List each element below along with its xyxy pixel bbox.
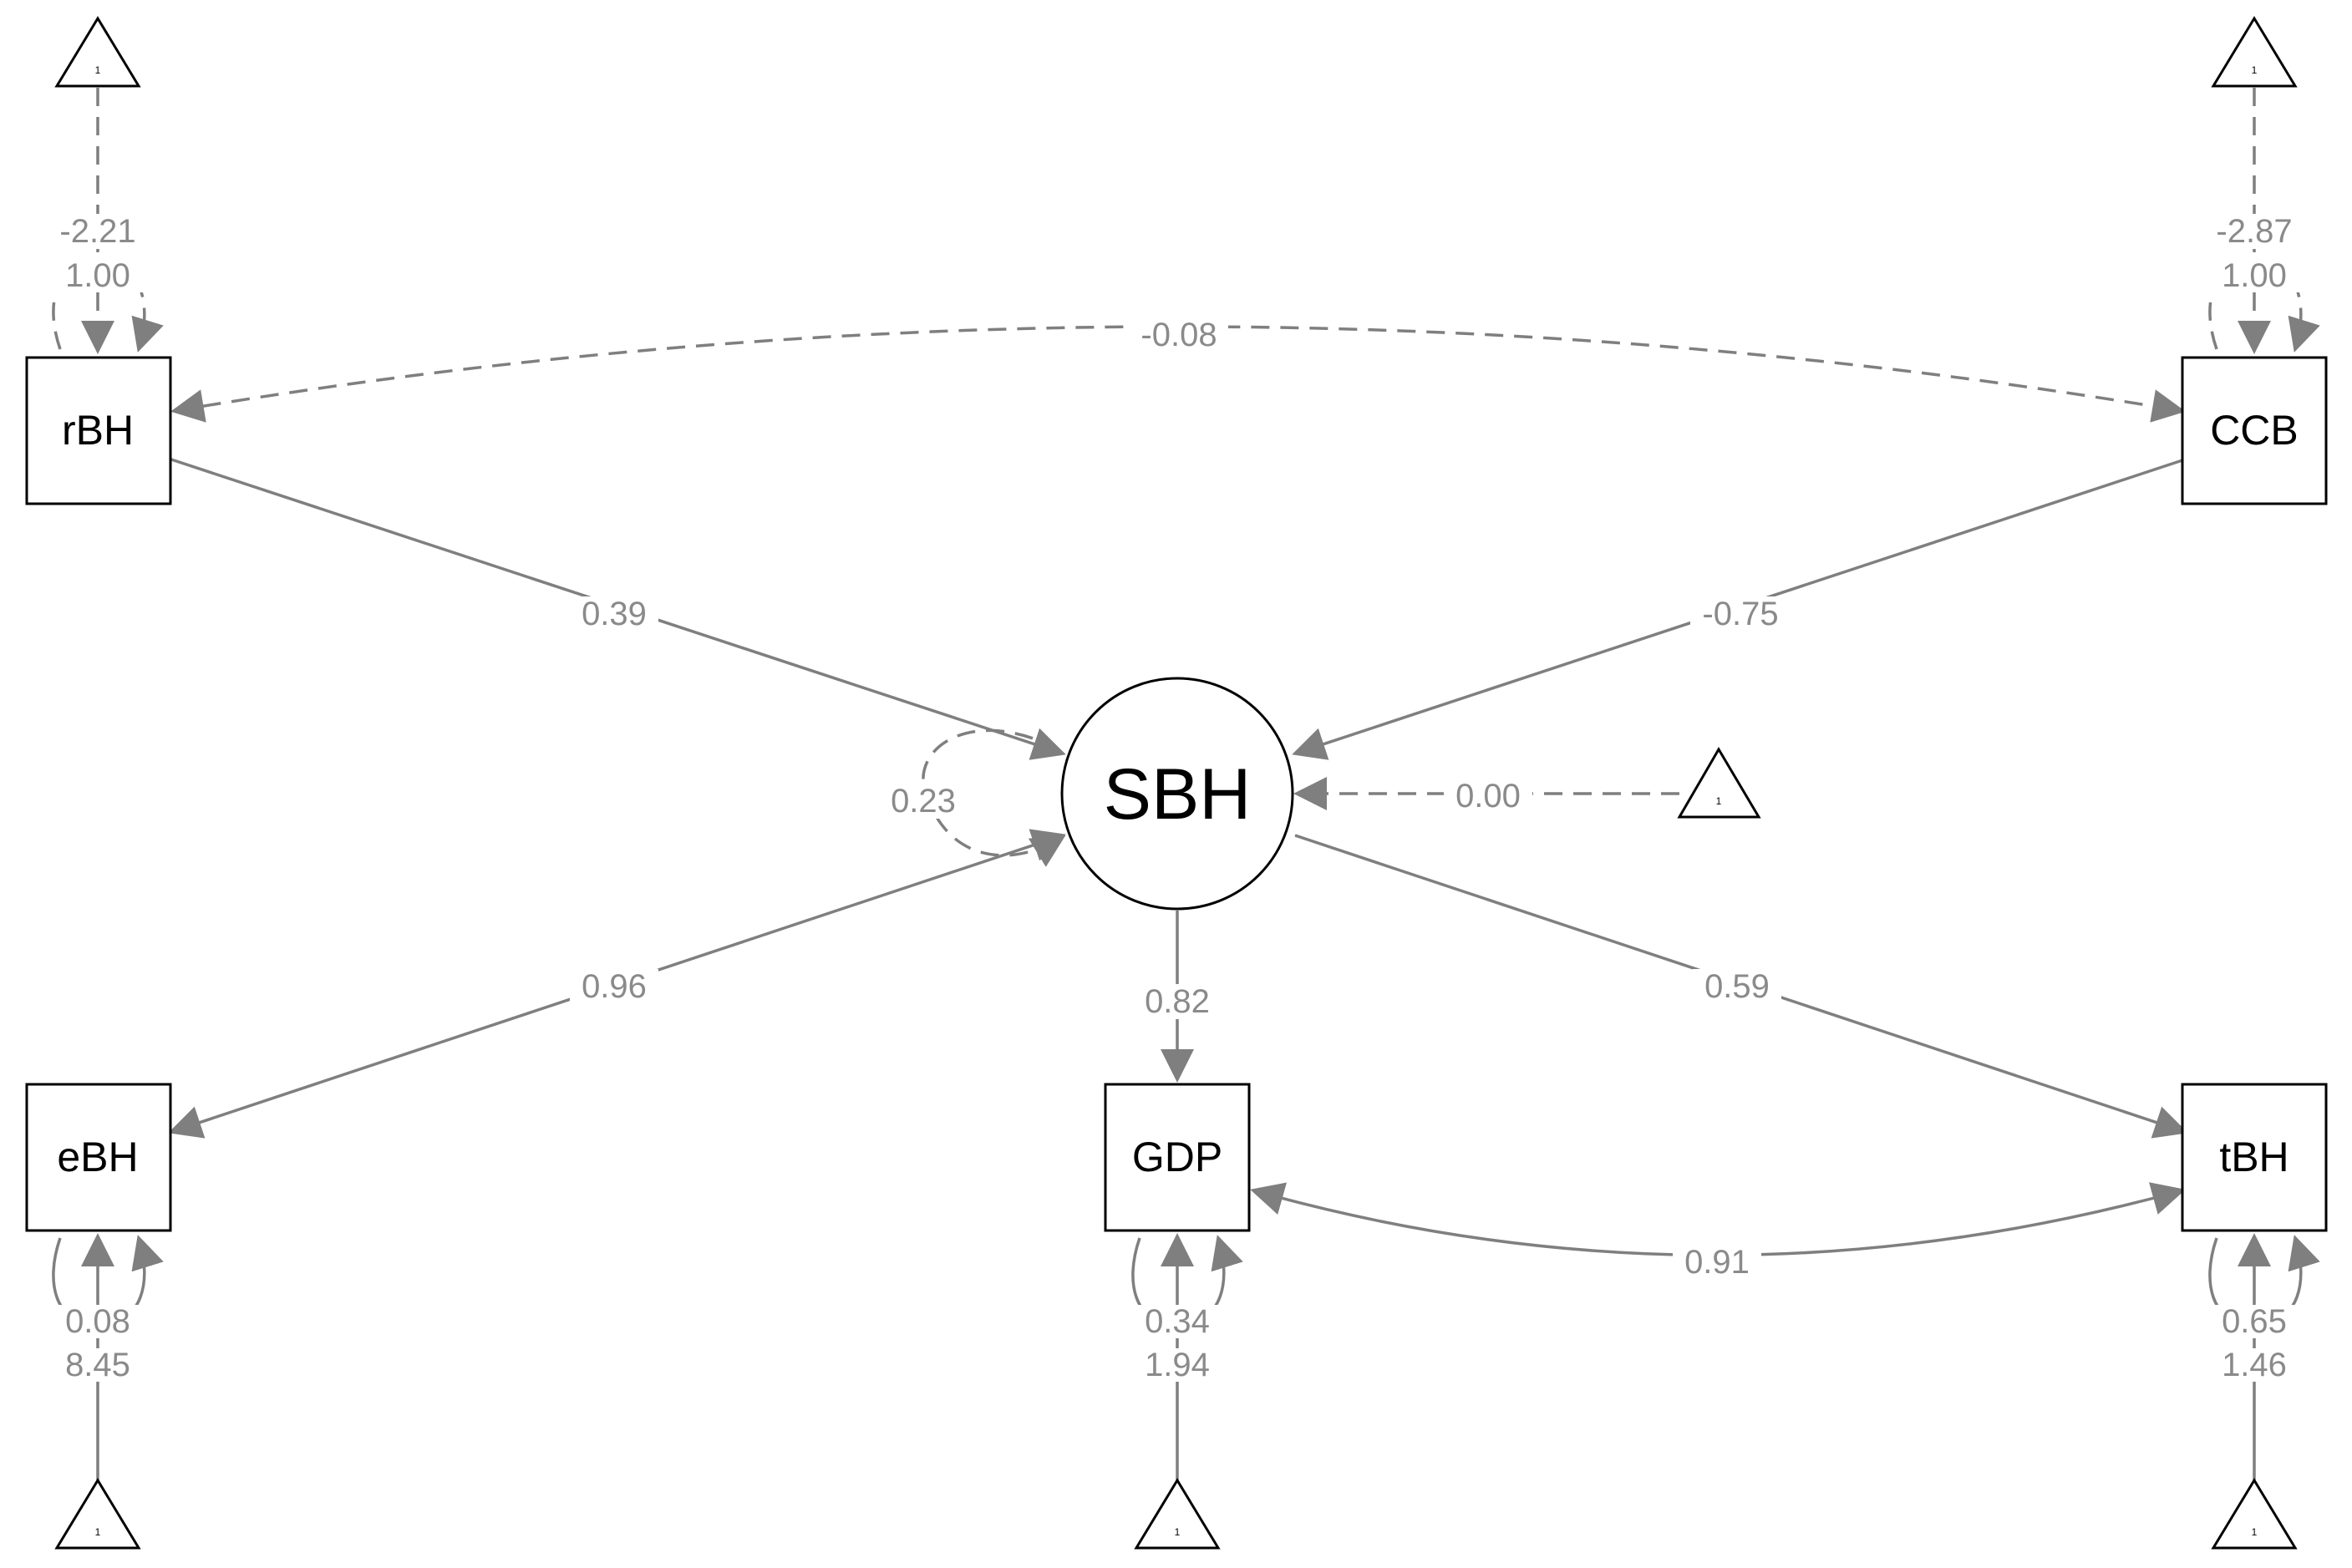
label-variance-GDP: 0.34	[1145, 1303, 1210, 1340]
label-intercept-SBH: 0.00	[1455, 778, 1521, 814]
node-GDP-label: GDP	[1132, 1134, 1222, 1180]
node-tBH: tBH	[2181, 1083, 2328, 1232]
triangle-label: 1	[1716, 795, 1722, 807]
label-intercept-rBH: -2.21	[59, 213, 135, 250]
label-path-SBH-GDP: 0.82	[1145, 983, 1210, 1020]
label-path-SBH-tBH: 0.59	[1704, 968, 1770, 1005]
node-eBH: eBH	[25, 1083, 172, 1232]
label-path-CCB-SBH: -0.75	[1702, 596, 1778, 632]
triangle-intercept-GDP: 1	[1134, 1478, 1221, 1550]
label-variance-SBH: 0.23	[891, 783, 956, 820]
triangle-intercept-tBH: 1	[2211, 1478, 2298, 1550]
triangle-intercept-eBH: 1	[54, 1478, 141, 1550]
node-CCB-label: CCB	[2210, 407, 2299, 454]
node-SBH: SBH	[1060, 677, 1294, 911]
label-variance-eBH: 0.08	[65, 1303, 130, 1340]
edge-labels: -2.21 -2.87 1.00 1.00 -0.08 0.39 -0.75 0…	[50, 213, 2303, 1383]
label-variance-CCB: 1.00	[2222, 257, 2287, 294]
node-eBH-label: eBH	[57, 1134, 138, 1180]
triangle-label: 1	[95, 64, 101, 76]
label-cov-GDP-tBH: 0.91	[1684, 1244, 1750, 1281]
label-path-rBH-SBH: 0.39	[582, 596, 647, 632]
triangle-label: 1	[2252, 64, 2258, 76]
label-variance-rBH: 1.00	[65, 257, 130, 294]
label-intercept-CCB: -2.87	[2216, 213, 2292, 250]
triangle-label: 1	[1175, 1526, 1181, 1538]
label-intercept-GDP: 1.94	[1145, 1347, 1210, 1383]
node-GDP: GDP	[1104, 1083, 1251, 1232]
triangle-label: 1	[2252, 1526, 2258, 1538]
triangle-intercept-CCB: 1	[2211, 16, 2298, 88]
triangle-intercept-SBH: 1	[1677, 747, 1761, 819]
label-intercept-tBH: 1.46	[2222, 1347, 2287, 1383]
label-cov-rBH-CCB: -0.08	[1140, 317, 1217, 353]
label-intercept-eBH: 8.45	[65, 1347, 130, 1383]
node-rBH: rBH	[25, 356, 172, 505]
triangle-intercept-rBH: 1	[54, 16, 141, 88]
node-tBH-label: tBH	[2219, 1134, 2289, 1180]
node-CCB: CCB	[2181, 356, 2328, 505]
label-path-SBH-eBH: 0.96	[582, 968, 647, 1005]
node-SBH-label: SBH	[1104, 754, 1252, 835]
node-rBH-label: rBH	[62, 407, 134, 454]
triangle-label: 1	[95, 1526, 101, 1538]
label-variance-tBH: 0.65	[2222, 1303, 2287, 1340]
